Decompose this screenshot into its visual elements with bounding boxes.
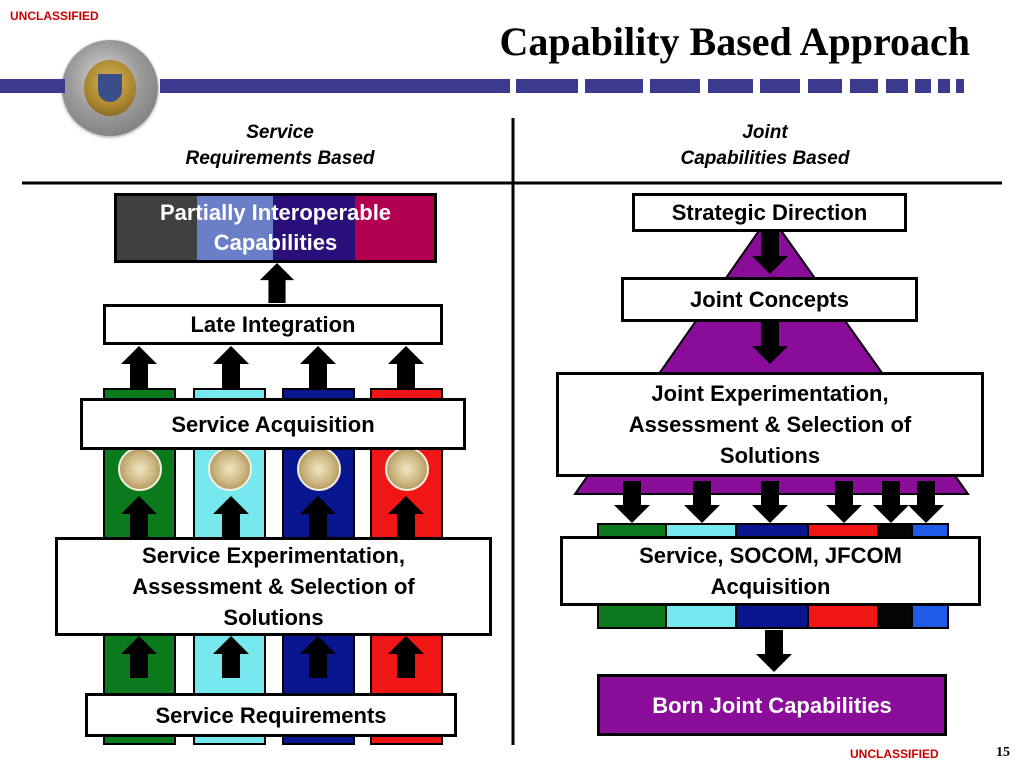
service-exp-line-1: Service Experimentation, [142,543,405,568]
right-heading-line-2: Capabilities Based [680,148,850,169]
late-integration-box: Late Integration [103,304,443,345]
air-force-emblem-icon [208,447,252,491]
down-arrow-icon [752,232,788,274]
born-joint-capabilities-box: Born Joint Capabilities [597,674,947,736]
down-arrow-icon [826,481,862,523]
down-arrow-icon [684,481,720,523]
right-heading-line-1: Joint [742,122,788,143]
joint-concepts-box: Joint Concepts [621,277,918,322]
partially-interoperable-label: Partially Interoperable Capabilities [114,198,437,258]
joint-chiefs-seal-icon [62,40,158,136]
result-line-1: Partially Interoperable [159,200,392,225]
slide-title: Capability Based Approach [499,19,971,64]
down-arrow-icon [752,481,788,523]
left-column-heading: Service Requirements Based [140,120,420,172]
right-column-heading: Joint Capabilities Based [625,120,905,172]
result-segment [117,196,197,260]
classification-top: UNCLASSIFIED [10,9,99,23]
left-heading-line-1: Service [246,122,314,143]
down-arrow-icon [873,481,909,523]
service-experimentation-box: Service Experimentation, Assessment & Se… [55,537,492,636]
joint-exp-line-1: Joint Experimentation, [651,381,889,406]
down-arrow-icon [908,481,944,523]
header-band [0,79,964,93]
classification-bottom: UNCLASSIFIED [850,747,939,761]
service-exp-line-3: Solutions [223,605,324,630]
service-socom-jfcom-acquisition-box: Service, SOCOM, JFCOM Acquisition [560,536,981,606]
navy-emblem-icon [297,447,341,491]
joint-exp-line-2: Assessment & Selection of [628,412,912,437]
result-segment [197,196,273,260]
page-number: 15 [996,745,1010,760]
left-heading-line-2: Requirements Based [185,148,375,169]
down-arrow-icon [752,322,788,364]
partially-interoperable-box [114,193,437,263]
joint-exp-line-3: Solutions [719,443,821,468]
army-emblem-icon [118,447,162,491]
result-segment [355,196,434,260]
acq-line-2: Acquisition [710,574,831,599]
service-exp-line-2: Assessment & Selection of [132,574,415,599]
service-acquisition-box: Service Acquisition [80,398,466,450]
down-arrow-icon [756,630,792,672]
service-requirements-box: Service Requirements [85,693,457,737]
seal-shield-icon [98,74,122,102]
result-line-2: Capabilities [213,230,338,255]
result-segment [273,196,355,260]
joint-experimentation-box: Joint Experimentation, Assessment & Sele… [556,372,984,477]
strategic-direction-box: Strategic Direction [632,193,907,232]
down-arrow-icon [614,481,650,523]
acq-line-1: Service, SOCOM, JFCOM [639,543,902,568]
